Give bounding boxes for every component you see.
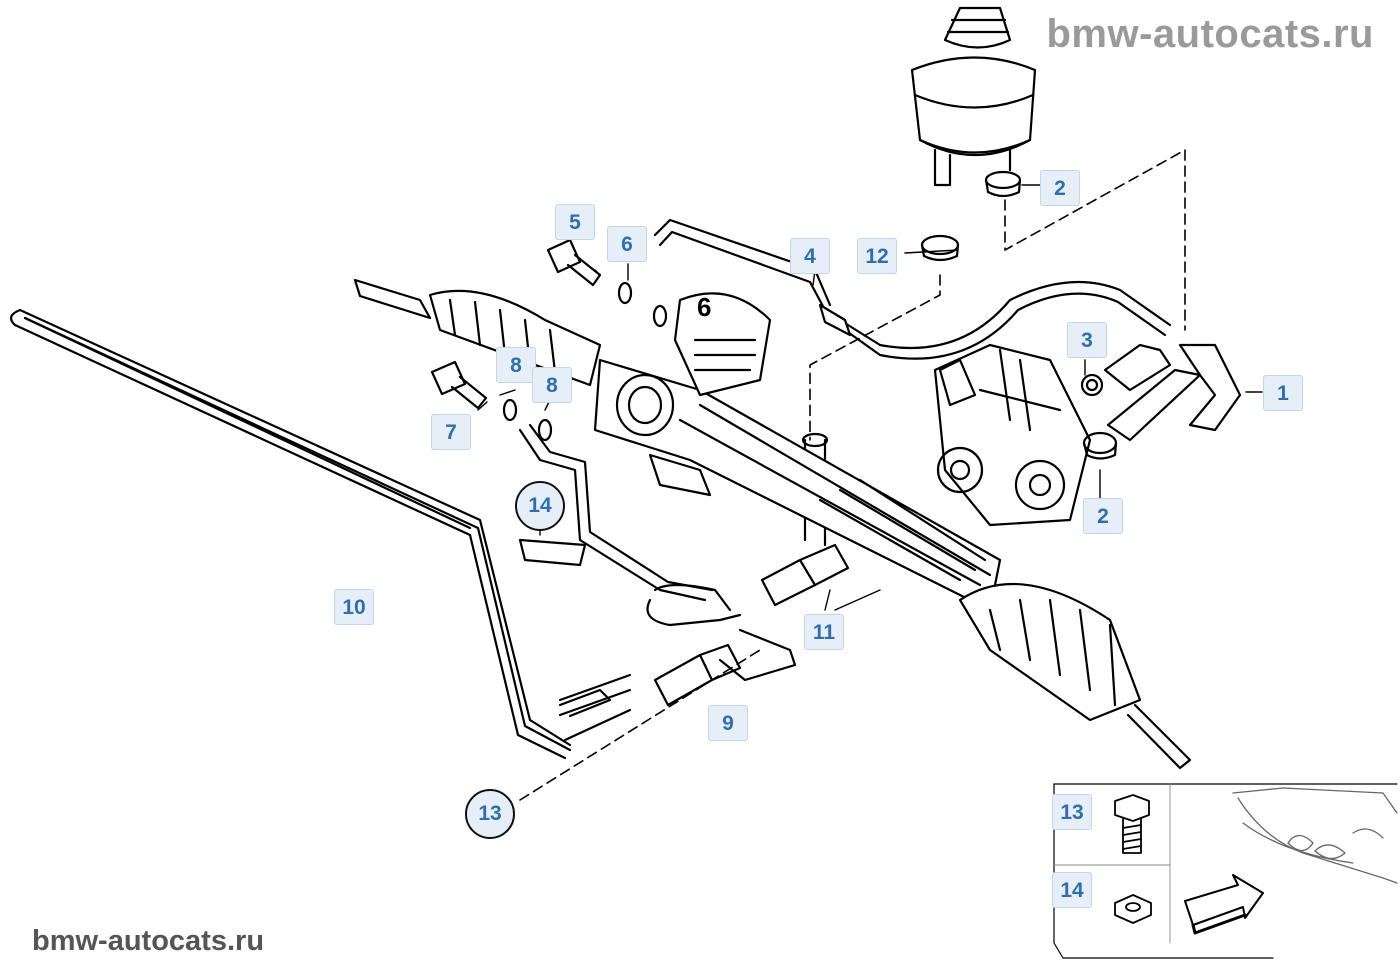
callout-10[interactable]: 10 [334, 589, 374, 625]
callout-8-right[interactable]: 8 [532, 367, 572, 403]
return-hose [653, 218, 1172, 360]
banjo-bolt-5 [546, 238, 602, 287]
callout-3[interactable]: 3 [1067, 322, 1107, 358]
seal-rings [502, 281, 668, 442]
callout-13[interactable]: 13 [465, 789, 515, 839]
steering-rack [353, 278, 1192, 770]
part-label-6: 6 [697, 292, 712, 322]
banjo-bolt-7 [430, 360, 488, 410]
callout-14[interactable]: 14 [515, 481, 565, 531]
inset-callout-13[interactable]: 13 [1052, 794, 1092, 830]
suction-hose [1103, 343, 1242, 442]
cooling-loop-pipe [9, 308, 632, 760]
hose-clamp-12 [920, 234, 960, 262]
reservoir [910, 6, 1037, 187]
watermark-top: bmw-autocats.ru [1046, 12, 1374, 56]
callout-11[interactable]: 11 [804, 614, 844, 650]
watermark-bottom: bmw-autocats.ru [32, 925, 265, 957]
arrow-icon [1184, 874, 1264, 935]
callout-2-bottom[interactable]: 2 [1083, 498, 1123, 534]
callout-7[interactable]: 7 [431, 414, 471, 450]
inset-panel [1053, 783, 1398, 959]
bolt-13 [1114, 794, 1150, 854]
pressure-hose [518, 423, 797, 682]
callout-8-left[interactable]: 8 [496, 347, 536, 383]
inset-callout-14[interactable]: 14 [1052, 872, 1092, 908]
callout-12[interactable]: 12 [857, 238, 897, 274]
callout-9[interactable]: 9 [708, 705, 748, 741]
leader-lines [519, 149, 1186, 801]
callout-1[interactable]: 1 [1263, 375, 1303, 411]
nut-14 [1114, 894, 1152, 924]
callout-5[interactable]: 5 [555, 204, 595, 240]
callout-4[interactable]: 4 [790, 238, 830, 274]
hose-fitting-9 [653, 643, 742, 707]
callout-6[interactable]: 6 [607, 226, 647, 262]
steering-pump [933, 343, 1092, 527]
hose-clamp-pump [1082, 431, 1118, 460]
callout-2-top[interactable]: 2 [1040, 170, 1080, 206]
seal-ring-3 [1080, 373, 1104, 397]
hose-clamp-top [984, 170, 1022, 198]
car-front-silhouette [1232, 787, 1398, 884]
